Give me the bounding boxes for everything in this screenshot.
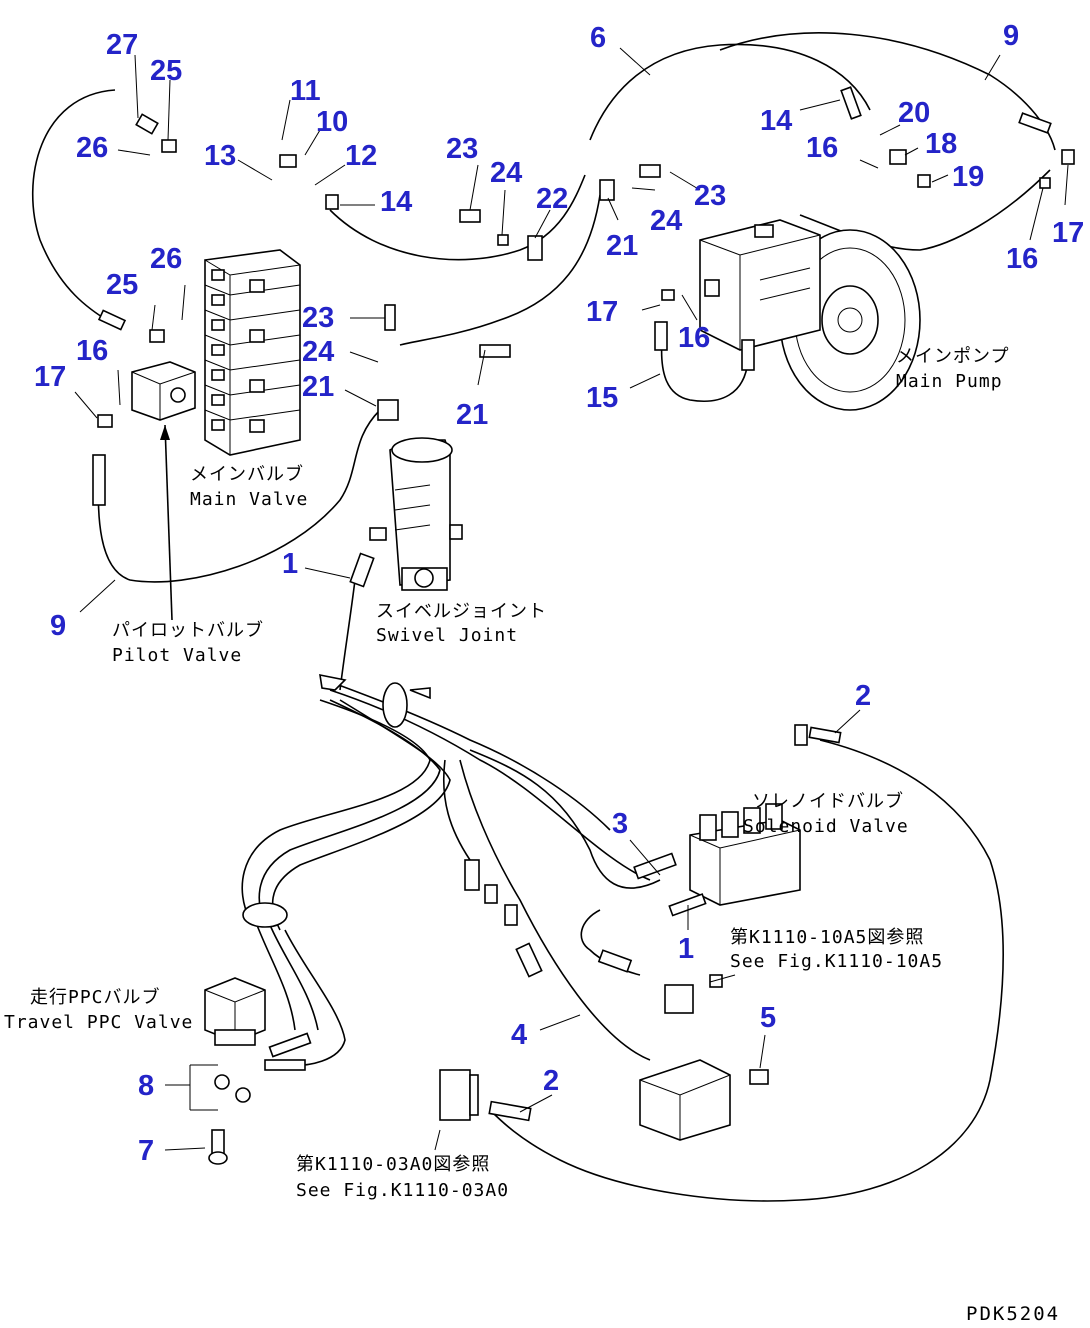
callout-23: 23	[302, 302, 334, 334]
callout-19: 19	[952, 161, 984, 193]
callout-16: 16	[1006, 243, 1038, 275]
callout-3: 3	[612, 808, 628, 840]
drawing-code: PDK5204	[966, 1303, 1060, 1325]
callout-numbers: 27 25 26 11 10 13 12 14 23 24 22 6 9 14 …	[34, 20, 1084, 1167]
callout-16: 16	[76, 335, 108, 367]
swivel-joint-label-en: Swivel Joint	[376, 625, 518, 646]
component-labels: メインバルブ Main Valve パイロットバルブ Pilot Valve ス…	[4, 346, 1060, 1325]
callout-10: 10	[316, 106, 348, 138]
solenoid-valve	[689, 803, 801, 906]
callout-12: 12	[345, 140, 377, 172]
fittings	[92, 86, 1075, 1165]
callout-23: 23	[694, 180, 726, 212]
callout-24: 24	[490, 157, 522, 189]
solenoid-valve-label-en: Solenoid Valve	[743, 816, 909, 837]
callout-24: 24	[302, 336, 334, 368]
callout-4: 4	[511, 1019, 527, 1051]
callout-13: 13	[204, 140, 236, 172]
callout-6: 6	[590, 22, 606, 54]
callout-2: 2	[543, 1065, 559, 1097]
callout-9: 9	[1003, 20, 1019, 52]
callout-21: 21	[606, 230, 638, 262]
callout-16: 16	[678, 322, 710, 354]
callout-7: 7	[138, 1135, 154, 1167]
callout-23: 23	[446, 133, 478, 165]
callout-22: 22	[536, 183, 568, 215]
callout-11: 11	[290, 75, 321, 107]
callout-17: 17	[34, 361, 66, 393]
main-pump-label-en: Main Pump	[896, 371, 1003, 392]
callout-1: 1	[678, 933, 694, 965]
solenoid-valve-label-jp: ソレノイドバルブ	[752, 790, 904, 812]
callout-24: 24	[650, 205, 682, 237]
callout-17: 17	[1052, 217, 1084, 249]
travel-ppc-label-en: Travel PPC Valve	[4, 1012, 193, 1033]
callout-20: 20	[898, 97, 930, 129]
travel-ppc-label-jp: 走行PPCバルブ	[30, 986, 161, 1008]
pilot-valve	[131, 361, 196, 621]
ref2-label-en: See Fig.K1110-03A0	[296, 1180, 509, 1201]
main-valve-label-en: Main Valve	[190, 489, 308, 510]
ref1-label-jp: 第K1110-10A5図参照	[730, 927, 924, 948]
main-valve	[204, 249, 301, 456]
callout-25: 25	[106, 269, 138, 301]
callout-15: 15	[586, 382, 618, 414]
main-pump	[699, 219, 921, 411]
callout-14: 14	[760, 105, 792, 137]
ref2-label-jp: 第K1110-03A0図参照	[296, 1154, 490, 1175]
callout-5: 5	[760, 1002, 776, 1034]
main-valve-label-jp: メインバルブ	[190, 463, 304, 485]
swivel-joint-label-jp: スイベルジョイント	[376, 601, 547, 622]
connector-block	[439, 984, 769, 1141]
hose-clamps	[242, 673, 431, 928]
callout-1: 1	[282, 548, 298, 580]
callout-25: 25	[150, 55, 182, 87]
callout-2: 2	[855, 680, 871, 712]
callout-8: 8	[138, 1070, 154, 1102]
callout-21: 21	[456, 399, 488, 431]
leader-lines	[74, 47, 1069, 1151]
callout-14: 14	[380, 186, 412, 218]
callout-16: 16	[806, 132, 838, 164]
swivel-joint	[369, 437, 463, 591]
callout-21: 21	[302, 371, 334, 403]
ref1-label-en: See Fig.K1110-10A5	[730, 951, 943, 972]
callout-17: 17	[586, 296, 618, 328]
travel-ppc-valve	[204, 977, 266, 1046]
callout-26: 26	[76, 132, 108, 164]
callout-26: 26	[150, 243, 182, 275]
callout-9: 9	[50, 610, 66, 642]
callout-18: 18	[925, 128, 957, 160]
main-pump-label-jp: メインポンプ	[896, 346, 1009, 367]
pilot-valve-label-en: Pilot Valve	[112, 645, 242, 666]
pilot-valve-label-jp: パイロットバルブ	[112, 619, 264, 641]
callout-27: 27	[106, 29, 138, 61]
